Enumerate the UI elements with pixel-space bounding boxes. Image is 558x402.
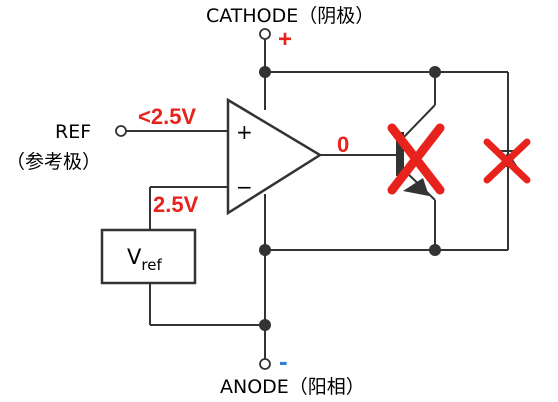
ref-input-value: <2.5V bbox=[138, 104, 196, 129]
anode-label: ANODE（阳相） bbox=[220, 376, 365, 398]
opamp-minus-label: − bbox=[236, 175, 253, 199]
collector-wire-diagonal bbox=[403, 104, 436, 138]
vref-box-label: Vref bbox=[127, 245, 162, 274]
vref-value: 2.5V bbox=[153, 192, 199, 217]
opamp-output-value: 0 bbox=[337, 132, 349, 157]
diode-cross-icon bbox=[483, 138, 531, 184]
anode-minus-sign: - bbox=[279, 346, 288, 376]
vref-box bbox=[100, 228, 197, 285]
junction-dot bbox=[259, 319, 271, 331]
vref-box-label-main: V bbox=[127, 245, 142, 269]
junction-dot bbox=[259, 66, 271, 78]
transistor-cross-icon bbox=[387, 123, 445, 195]
junction-dot bbox=[429, 66, 441, 78]
transistor-base bbox=[396, 132, 404, 176]
opamp-plus-label: + bbox=[236, 120, 253, 144]
junction-dot bbox=[429, 244, 441, 256]
cathode-terminal bbox=[259, 28, 271, 40]
opamp-triangle bbox=[226, 97, 323, 216]
junction-dot bbox=[259, 244, 271, 256]
anode-terminal bbox=[259, 358, 271, 370]
cathode-label: CATHODE（阴极） bbox=[206, 5, 374, 27]
ref-label: REF bbox=[55, 121, 91, 143]
ref-sub-label: （参考极） bbox=[6, 151, 101, 173]
vref-box-label-sub: ref bbox=[141, 256, 162, 274]
emitter-arrow-icon bbox=[403, 178, 429, 196]
cathode-plus-sign: + bbox=[278, 26, 292, 53]
ref-terminal bbox=[115, 125, 127, 137]
junction-dots bbox=[259, 66, 441, 331]
